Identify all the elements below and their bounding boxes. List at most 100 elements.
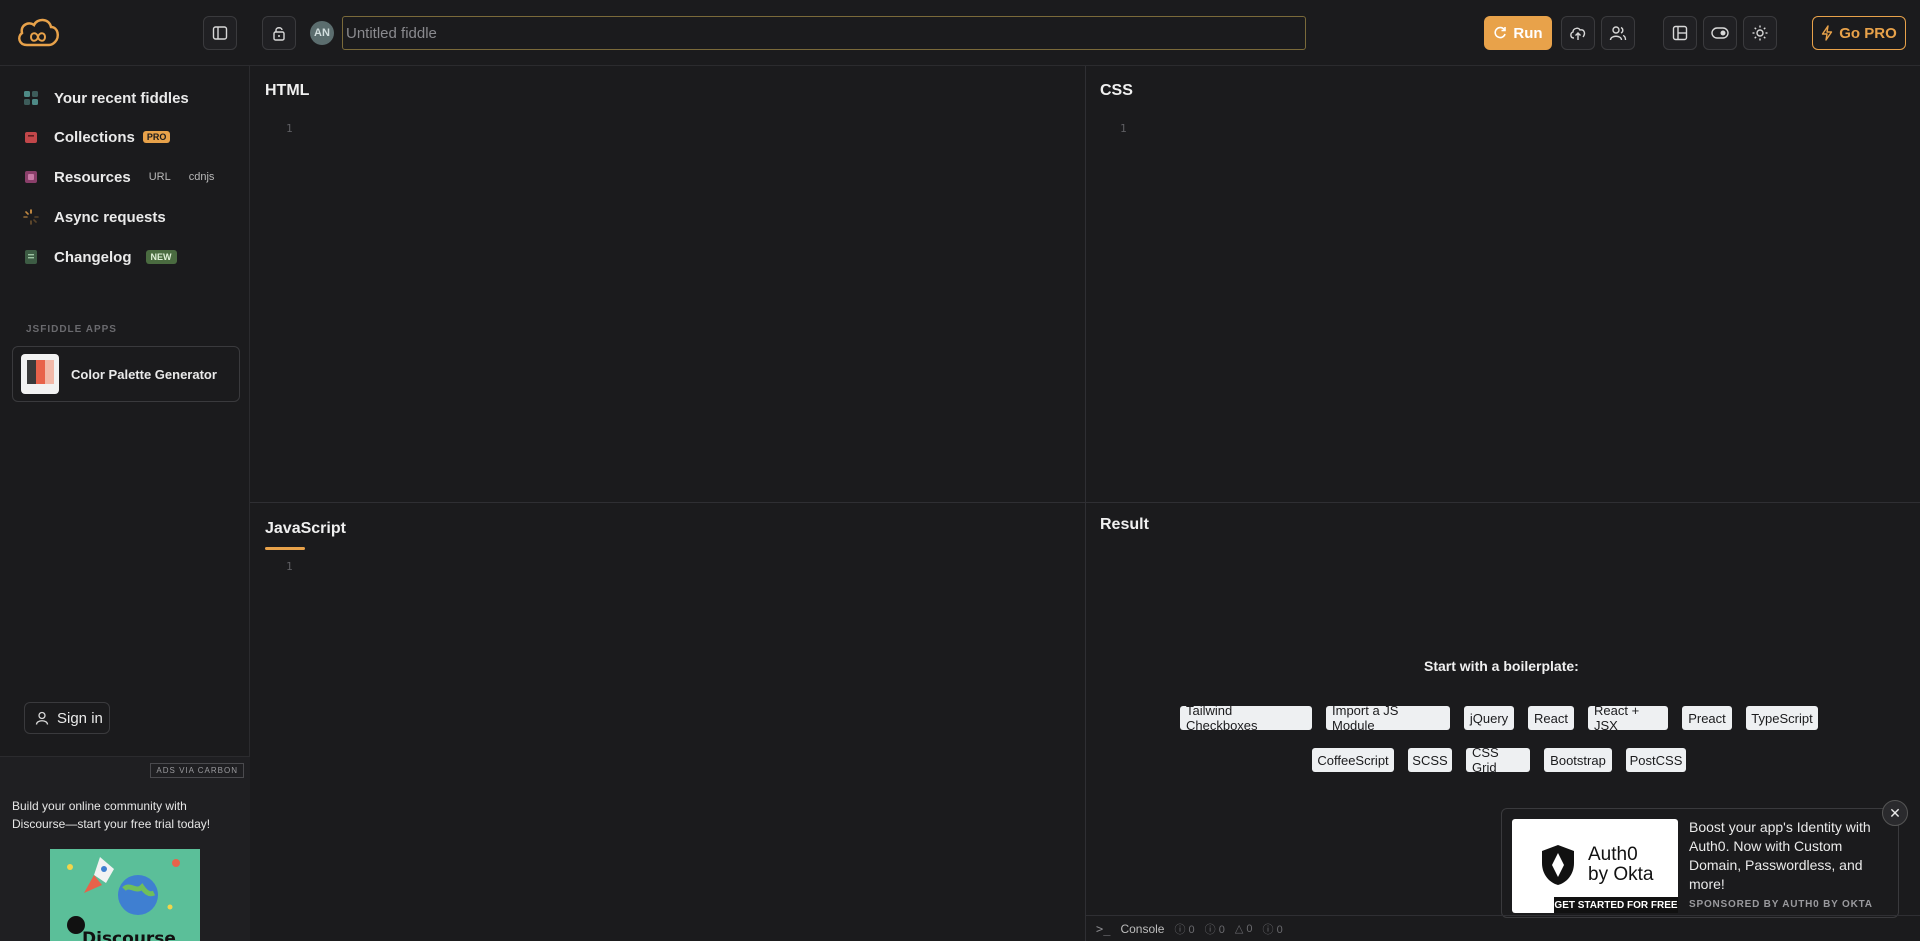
- shield-icon: [1542, 845, 1574, 885]
- js-editor[interactable]: [312, 558, 1082, 908]
- boilerplate-coffeescript[interactable]: CoffeeScript: [1312, 748, 1394, 772]
- get-started-cta[interactable]: GET STARTED FOR FREE: [1554, 897, 1678, 913]
- sidebar-item-collections[interactable]: Collections PRO: [12, 119, 240, 155]
- carbon-ad[interactable]: ADS VIA CARBON Build your online communi…: [0, 756, 250, 941]
- cloud-upload-icon: [1570, 27, 1586, 40]
- changelog-icon: [22, 248, 40, 266]
- settings-toggle-button[interactable]: [1703, 16, 1737, 50]
- sidebar-item-label: Changelog: [54, 248, 132, 266]
- console-label: Console: [1120, 921, 1165, 936]
- user-icon: [35, 711, 49, 725]
- resources-tag-url: URL: [148, 171, 171, 183]
- boilerplate-tailwind-checkboxes[interactable]: Tailwind Checkboxes: [1180, 703, 1312, 733]
- color-palette-generator-button[interactable]: Color Palette Generator: [12, 346, 240, 402]
- lock-icon: [273, 27, 285, 41]
- sidebar-item-changelog[interactable]: Changelog NEW: [12, 239, 240, 275]
- warning-count: △ 0: [1234, 923, 1253, 935]
- js-line-number: 1: [286, 560, 293, 573]
- privacy-lock-button[interactable]: [262, 16, 296, 50]
- ad-image[interactable]: Discourse: [50, 849, 200, 941]
- boilerplate-react-jsx[interactable]: React + JSX: [1588, 703, 1668, 733]
- sidebar-item-label: Async requests: [54, 208, 166, 226]
- boilerplate-preact[interactable]: Preact: [1682, 706, 1732, 730]
- sidebar-item-label: Collections: [54, 128, 135, 146]
- close-icon: ✕: [1889, 804, 1901, 821]
- boilerplate-scss[interactable]: SCSS: [1408, 748, 1452, 772]
- sidebar: Your recent fiddles Collections PRO Reso…: [0, 66, 250, 941]
- app-label: Color Palette Generator: [71, 366, 217, 382]
- console-bar[interactable]: >_ Console ⓘ 0 ⓘ 0 △ 0 ⓘ 0: [1086, 915, 1920, 941]
- pro-badge[interactable]: PRO: [142, 131, 171, 143]
- refresh-icon: [1494, 26, 1507, 39]
- ads-via-carbon-link[interactable]: ADS VIA CARBON: [150, 763, 244, 778]
- resources-tag-cdnjs: cdnjs: [188, 171, 215, 183]
- spinner-icon: [22, 208, 40, 226]
- sun-icon: [1752, 25, 1768, 41]
- sidebar-item-label: Your recent fiddles: [54, 89, 189, 107]
- log-count: ⓘ 0: [1204, 923, 1225, 936]
- ad-text[interactable]: Build your online community with Discour…: [12, 799, 211, 831]
- resources-icon: [22, 168, 40, 186]
- jsfiddle-logo[interactable]: [0, 0, 76, 64]
- layout-icon: [1672, 25, 1688, 41]
- sidebar-item-recent-fiddles[interactable]: Your recent fiddles: [12, 80, 240, 116]
- apps-heading: JSFIDDLE APPS: [26, 324, 117, 335]
- vertical-divider[interactable]: [1085, 66, 1086, 941]
- boilerplate-bootstrap[interactable]: Bootstrap: [1544, 748, 1612, 772]
- boilerplate-import-js-module[interactable]: Import a JS Module: [1326, 703, 1450, 733]
- grid-icon: [22, 89, 40, 107]
- rocket-globe-icon: [67, 857, 180, 934]
- collaborate-button[interactable]: [1601, 16, 1635, 50]
- sidebar-item-async-requests[interactable]: Async requests: [12, 199, 240, 235]
- boilerplate-react[interactable]: React: [1528, 706, 1574, 730]
- new-badge: NEW: [145, 250, 177, 264]
- result-pane-title: Result: [1100, 516, 1149, 533]
- auth0-logo: Auth0 by Okta GET STARTED FOR FREE: [1512, 819, 1678, 913]
- html-editor[interactable]: [312, 120, 1082, 490]
- auth0-promo[interactable]: Auth0 by Okta GET STARTED FOR FREE Boost…: [1501, 808, 1899, 918]
- promo-sponsor: SPONSORED BY AUTH0 BY OKTA: [1689, 899, 1873, 910]
- top-bar: AN Run: [0, 0, 1920, 66]
- boilerplate-jquery[interactable]: jQuery: [1464, 706, 1514, 730]
- promo-text[interactable]: Boost your app's Identity with Auth0. No…: [1689, 819, 1871, 892]
- html-line-number: 1: [286, 122, 293, 135]
- archive-icon: [22, 128, 40, 146]
- css-line-number: 1: [1120, 122, 1127, 135]
- boilerplate-css-grid[interactable]: CSS Grid: [1466, 745, 1530, 775]
- auth0-logo-line2: by Okta: [1588, 864, 1654, 885]
- info-count: ⓘ 0: [1174, 923, 1195, 936]
- sidebar-icon: [212, 26, 228, 40]
- run-button[interactable]: Run: [1484, 16, 1552, 50]
- sign-in-label: Sign in: [57, 709, 103, 727]
- close-promo-button[interactable]: ✕: [1882, 800, 1908, 826]
- avatar: AN: [310, 21, 334, 45]
- save-button[interactable]: [1561, 16, 1595, 50]
- html-pane-title[interactable]: HTML: [265, 82, 310, 99]
- boilerplate-title: Start with a boilerplate:: [1424, 658, 1579, 674]
- css-pane-title[interactable]: CSS: [1100, 82, 1133, 99]
- go-pro-button[interactable]: Go PRO: [1812, 16, 1906, 50]
- terminal-icon: >_: [1096, 921, 1111, 936]
- run-label: Run: [1513, 24, 1543, 42]
- toggle-sidebar-button[interactable]: [203, 16, 237, 50]
- css-editor[interactable]: [1148, 120, 1908, 490]
- horizontal-divider[interactable]: [250, 502, 1920, 503]
- js-active-indicator: [265, 547, 305, 550]
- theme-button[interactable]: [1743, 16, 1777, 50]
- boilerplate-typescript[interactable]: TypeScript: [1746, 706, 1818, 730]
- sidebar-item-resources[interactable]: Resources URL cdnjs: [12, 159, 240, 195]
- lightning-icon: [1822, 25, 1833, 41]
- auth0-logo-line1: Auth0: [1588, 844, 1638, 865]
- users-icon: [1609, 26, 1627, 41]
- fiddle-title-input[interactable]: [342, 16, 1306, 50]
- js-pane-title[interactable]: JavaScript: [265, 520, 346, 537]
- layout-button[interactable]: [1663, 16, 1697, 50]
- sidebar-item-label: Resources: [54, 168, 131, 186]
- discourse-wordmark: Discourse: [82, 929, 176, 941]
- palette-thumbnail-icon: [21, 354, 59, 394]
- cloud-logo-icon: [18, 18, 60, 47]
- boilerplate-postcss[interactable]: PostCSS: [1626, 748, 1686, 772]
- toggle-icon: [1711, 27, 1729, 39]
- go-pro-label: Go PRO: [1839, 24, 1897, 42]
- sign-in-button[interactable]: Sign in: [24, 702, 110, 734]
